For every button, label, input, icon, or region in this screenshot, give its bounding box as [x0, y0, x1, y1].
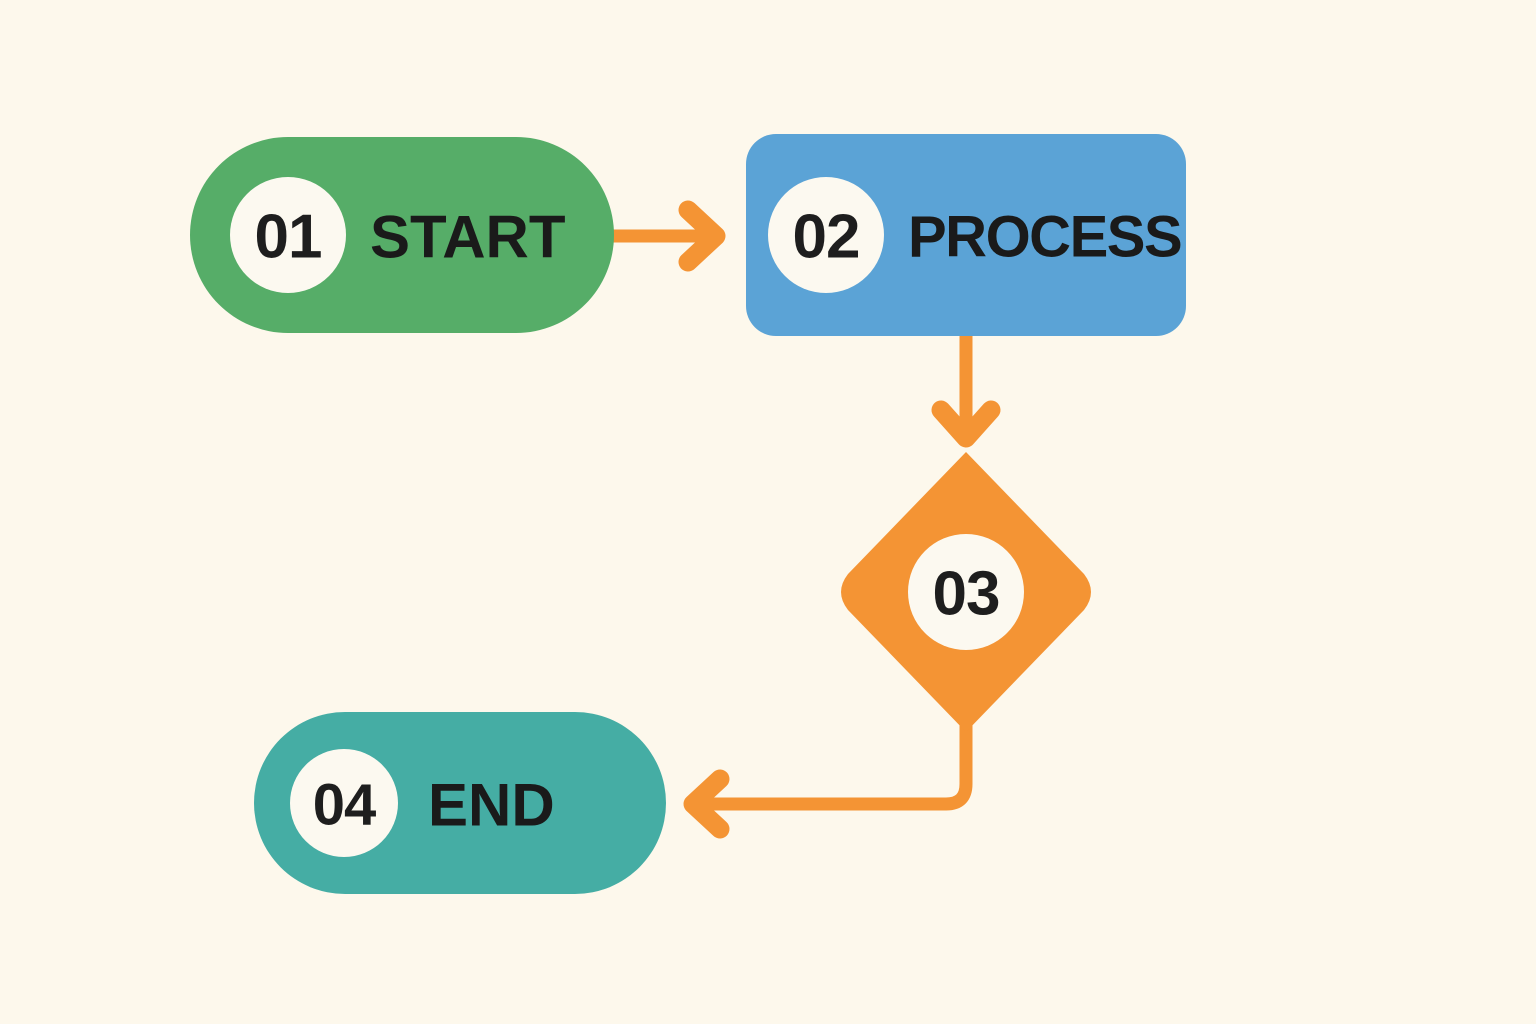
node-process[interactable]: 02 PROCESS — [746, 134, 1186, 336]
connector-start-to-process — [605, 200, 726, 272]
arrow-head-right-icon — [678, 200, 726, 272]
connector-line-decision-to-end — [703, 709, 973, 811]
node-decision-badge — [908, 534, 1024, 650]
connector-process-to-decision — [931, 329, 1001, 448]
node-start-number: 01 — [255, 203, 322, 272]
node-process-number: 02 — [793, 203, 860, 272]
node-end-number: 04 — [313, 773, 376, 838]
arrow-head-left-icon — [683, 769, 730, 839]
node-end[interactable]: 04 END — [254, 712, 666, 894]
node-start[interactable]: 01 START — [190, 137, 614, 333]
node-start-badge — [230, 177, 346, 293]
node-process-badge — [768, 177, 884, 293]
node-process-label: PROCESS — [908, 205, 1181, 270]
node-decision[interactable]: 03 — [841, 452, 1091, 732]
arrow-head-down-icon — [931, 400, 1001, 448]
node-end-label: END — [428, 772, 555, 839]
node-process-shape[interactable] — [746, 134, 1186, 336]
node-start-label: START — [370, 204, 566, 271]
node-end-badge — [290, 749, 398, 857]
connector-decision-to-end — [683, 709, 973, 839]
node-decision-number: 03 — [933, 560, 1000, 629]
